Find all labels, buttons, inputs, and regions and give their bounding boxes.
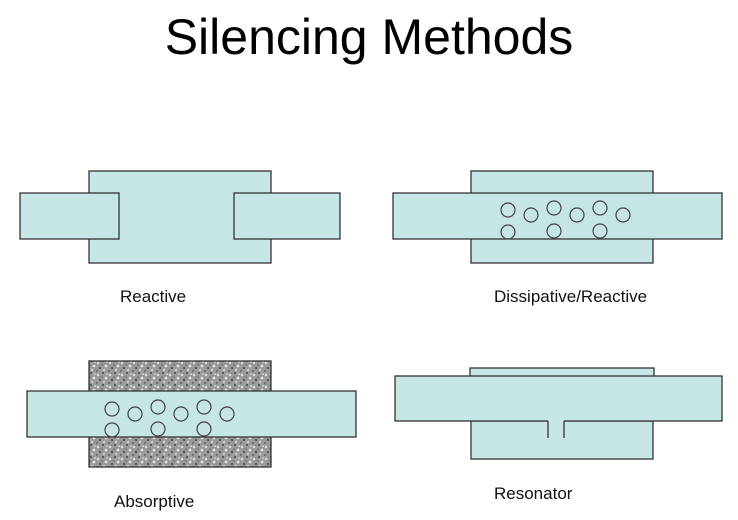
outlet-pipe <box>233 192 341 240</box>
page-title: Silencing Methods <box>164 9 574 65</box>
perforated-pipe <box>26 390 357 438</box>
resonator-label: Resonator <box>494 484 573 503</box>
resonator-cavity <box>470 420 654 460</box>
perforated-pipe <box>392 192 723 240</box>
main-pipe <box>394 375 723 422</box>
perforations <box>500 200 631 240</box>
dissipative-reactive-label: Dissipative/Reactive <box>494 287 648 306</box>
reactive-silencer <box>19 170 341 264</box>
resonator-silencer <box>394 367 723 460</box>
reactive-label: Reactive <box>120 287 187 306</box>
absorptive-silencer <box>26 360 357 468</box>
dissipative-reactive-silencer <box>392 170 723 264</box>
neck-gap <box>548 420 564 423</box>
inlet-pipe <box>19 192 120 240</box>
absorptive-label: Absorptive <box>114 492 195 511</box>
perforations <box>104 399 235 438</box>
